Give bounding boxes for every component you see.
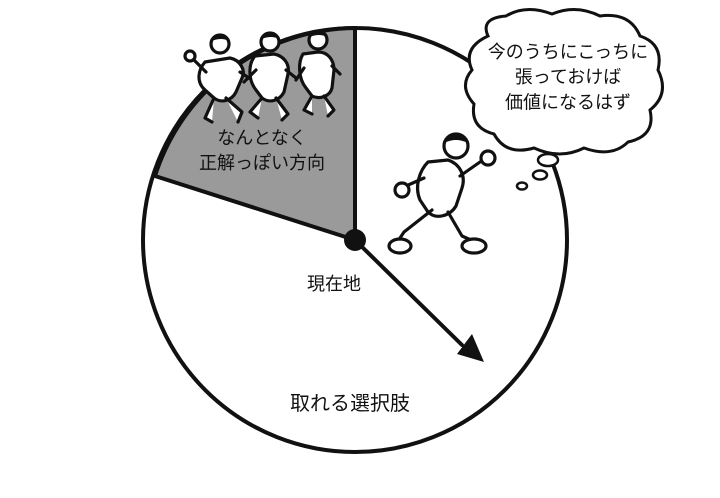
lone-runner-icon — [387, 132, 497, 255]
text-line: なんとなく — [217, 128, 306, 149]
text-line: 価値になるはず — [505, 92, 631, 113]
correct-direction-label: なんとなく正解っぽい方向 — [199, 128, 325, 174]
direction-arrow-icon — [353, 238, 484, 362]
crowd-runners-icon — [183, 29, 342, 124]
choices-label: 取れる選択肢 — [290, 391, 410, 415]
text-line: 正解っぽい方向 — [199, 153, 325, 174]
current-position-label: 現在地 — [307, 274, 361, 295]
text-line: 今のうちにこっちに — [488, 42, 648, 63]
text-line: 張っておけば — [515, 67, 622, 88]
thought-bubble-text: 今のうちにこっちに張っておけば価値になるはず — [488, 42, 648, 113]
thought-bubble-icon — [464, 8, 664, 191]
